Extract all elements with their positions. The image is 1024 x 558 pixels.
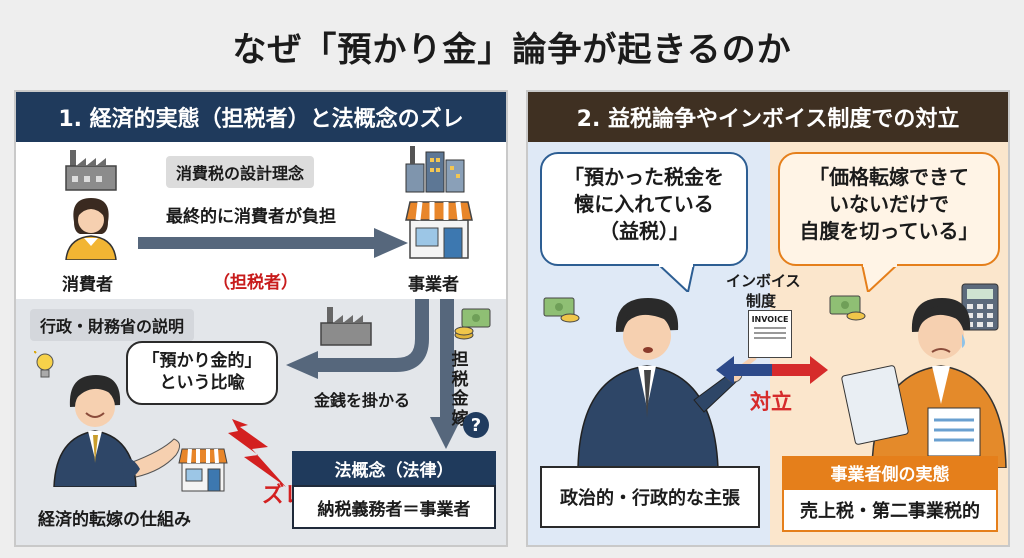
right-panel: 2. 益税論争やインボイス制度での対立 「預かった税金を 懐に入れている （益税… bbox=[526, 90, 1010, 547]
consumer-to-business-arrow bbox=[138, 228, 408, 258]
left-panel-header: 1. 経済的実態（担税者）と法概念のズレ bbox=[16, 92, 506, 142]
politician-avatar bbox=[577, 298, 757, 468]
metaphor-bubble: 「預かり金的」 という比喩 bbox=[126, 341, 278, 405]
factory-icon bbox=[65, 150, 117, 191]
government-claim-bubble: 「預かった税金を 懐に入れている （益税）」 bbox=[540, 152, 748, 266]
government-pill: 行政・財務省の説明 bbox=[30, 309, 195, 341]
consumer-avatar bbox=[65, 198, 117, 260]
invoice-label-2: 制度 bbox=[746, 292, 777, 310]
zure-lightning-icon bbox=[228, 419, 286, 487]
design-philosophy-pill: 消費税の設計理念 bbox=[166, 156, 315, 188]
law-box-body: 納税義務者＝事業者 bbox=[292, 485, 496, 529]
business-reality-title: 事業者側の実態 bbox=[782, 456, 998, 488]
left-panel: 1. 経済的実態（担税者）と法概念のズレ 消費税の設計理念 bbox=[14, 90, 508, 547]
invoice-document-icon: INVOICE bbox=[748, 310, 792, 358]
biz-bubble-line-2: いないだけで bbox=[829, 192, 949, 216]
main-title: なぜ「預かり金」論争が起きるのか bbox=[232, 30, 792, 70]
calculator-icon bbox=[961, 283, 999, 331]
consumer-label: 消費者 bbox=[62, 275, 113, 295]
political-claim-box: 政治的・行政的な主張 bbox=[540, 466, 760, 528]
business-claim-bubble: 「価格転嫁できて いないだけで 自腹を切っている」 bbox=[778, 152, 1000, 266]
vertical-label: 担税金嫁 bbox=[451, 350, 469, 429]
gov-bubble-line-2: 懐に入れている bbox=[574, 192, 714, 216]
burden-text: 最終的に消費者が負担 bbox=[166, 207, 336, 227]
business-label: 事業者 bbox=[408, 275, 459, 295]
bubble-line-1: 「預かり金的」 bbox=[142, 351, 262, 371]
tax-arrow-label: 金銭を掛かる bbox=[314, 391, 411, 410]
biz-bubble-line-3: 自腹を切っている」 bbox=[799, 219, 979, 243]
buildings-icon bbox=[405, 146, 465, 193]
money-icon-right bbox=[829, 295, 866, 321]
conflict-arrow bbox=[716, 356, 828, 384]
gov-bubble-line-3: （益税）」 bbox=[599, 219, 689, 243]
law-box-title: 法概念（法律） bbox=[292, 451, 496, 485]
gov-bubble-line-1: 「預かった税金を bbox=[564, 165, 724, 189]
factory-small-icon bbox=[320, 307, 372, 346]
lower-area: 行政・財務省の説明 「預かり金的」 という比喩 bbox=[16, 299, 506, 545]
bubble-line-2: という比喩 bbox=[159, 373, 245, 394]
gov-bubble-tail bbox=[658, 264, 696, 292]
right-panel-header: 2. 益税論争やインボイス制度での対立 bbox=[528, 92, 1008, 142]
question-icon: ? bbox=[463, 412, 489, 438]
biz-bubble-tail bbox=[860, 264, 898, 292]
biz-bubble-line-1: 「価格転嫁できて bbox=[809, 165, 969, 189]
mechanism-label: 経済的転嫁の仕組み bbox=[38, 510, 191, 530]
shop-icon bbox=[405, 201, 473, 259]
official-avatar bbox=[53, 375, 180, 487]
invoice-doc-text: INVOICE bbox=[751, 315, 789, 324]
conflict-label: 対立 bbox=[750, 390, 792, 414]
svg-text:?: ? bbox=[471, 415, 481, 436]
upper-area: 消費税の設計理念 最終的に消費者が負担 （担税者） bbox=[16, 142, 506, 299]
coins-bill-icon bbox=[454, 308, 491, 340]
small-shop-icon bbox=[178, 448, 228, 492]
taxpayer-label: （担税者） bbox=[213, 273, 298, 293]
business-owner-avatar bbox=[841, 298, 1007, 468]
lightbulb-icon bbox=[34, 351, 54, 378]
money-icon-left bbox=[543, 297, 580, 323]
flow-arrows bbox=[286, 299, 462, 449]
invoice-label-1: インボイス bbox=[726, 272, 801, 290]
business-reality-body: 売上税・第二事業税的 bbox=[782, 488, 998, 532]
